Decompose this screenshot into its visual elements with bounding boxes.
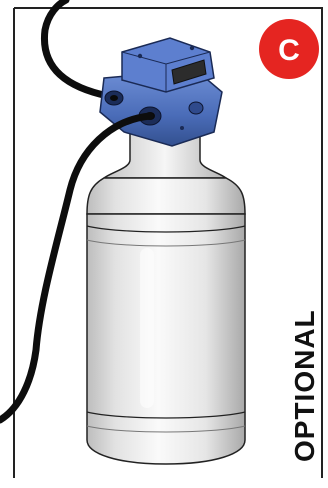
control-valve-icon [100, 38, 222, 146]
filter-tank-icon [87, 130, 245, 464]
optional-label: OPTIONAL [289, 309, 320, 462]
step-badge: C [259, 19, 319, 79]
hose-icon [44, 0, 108, 96]
step-badge-letter: C [278, 34, 300, 67]
